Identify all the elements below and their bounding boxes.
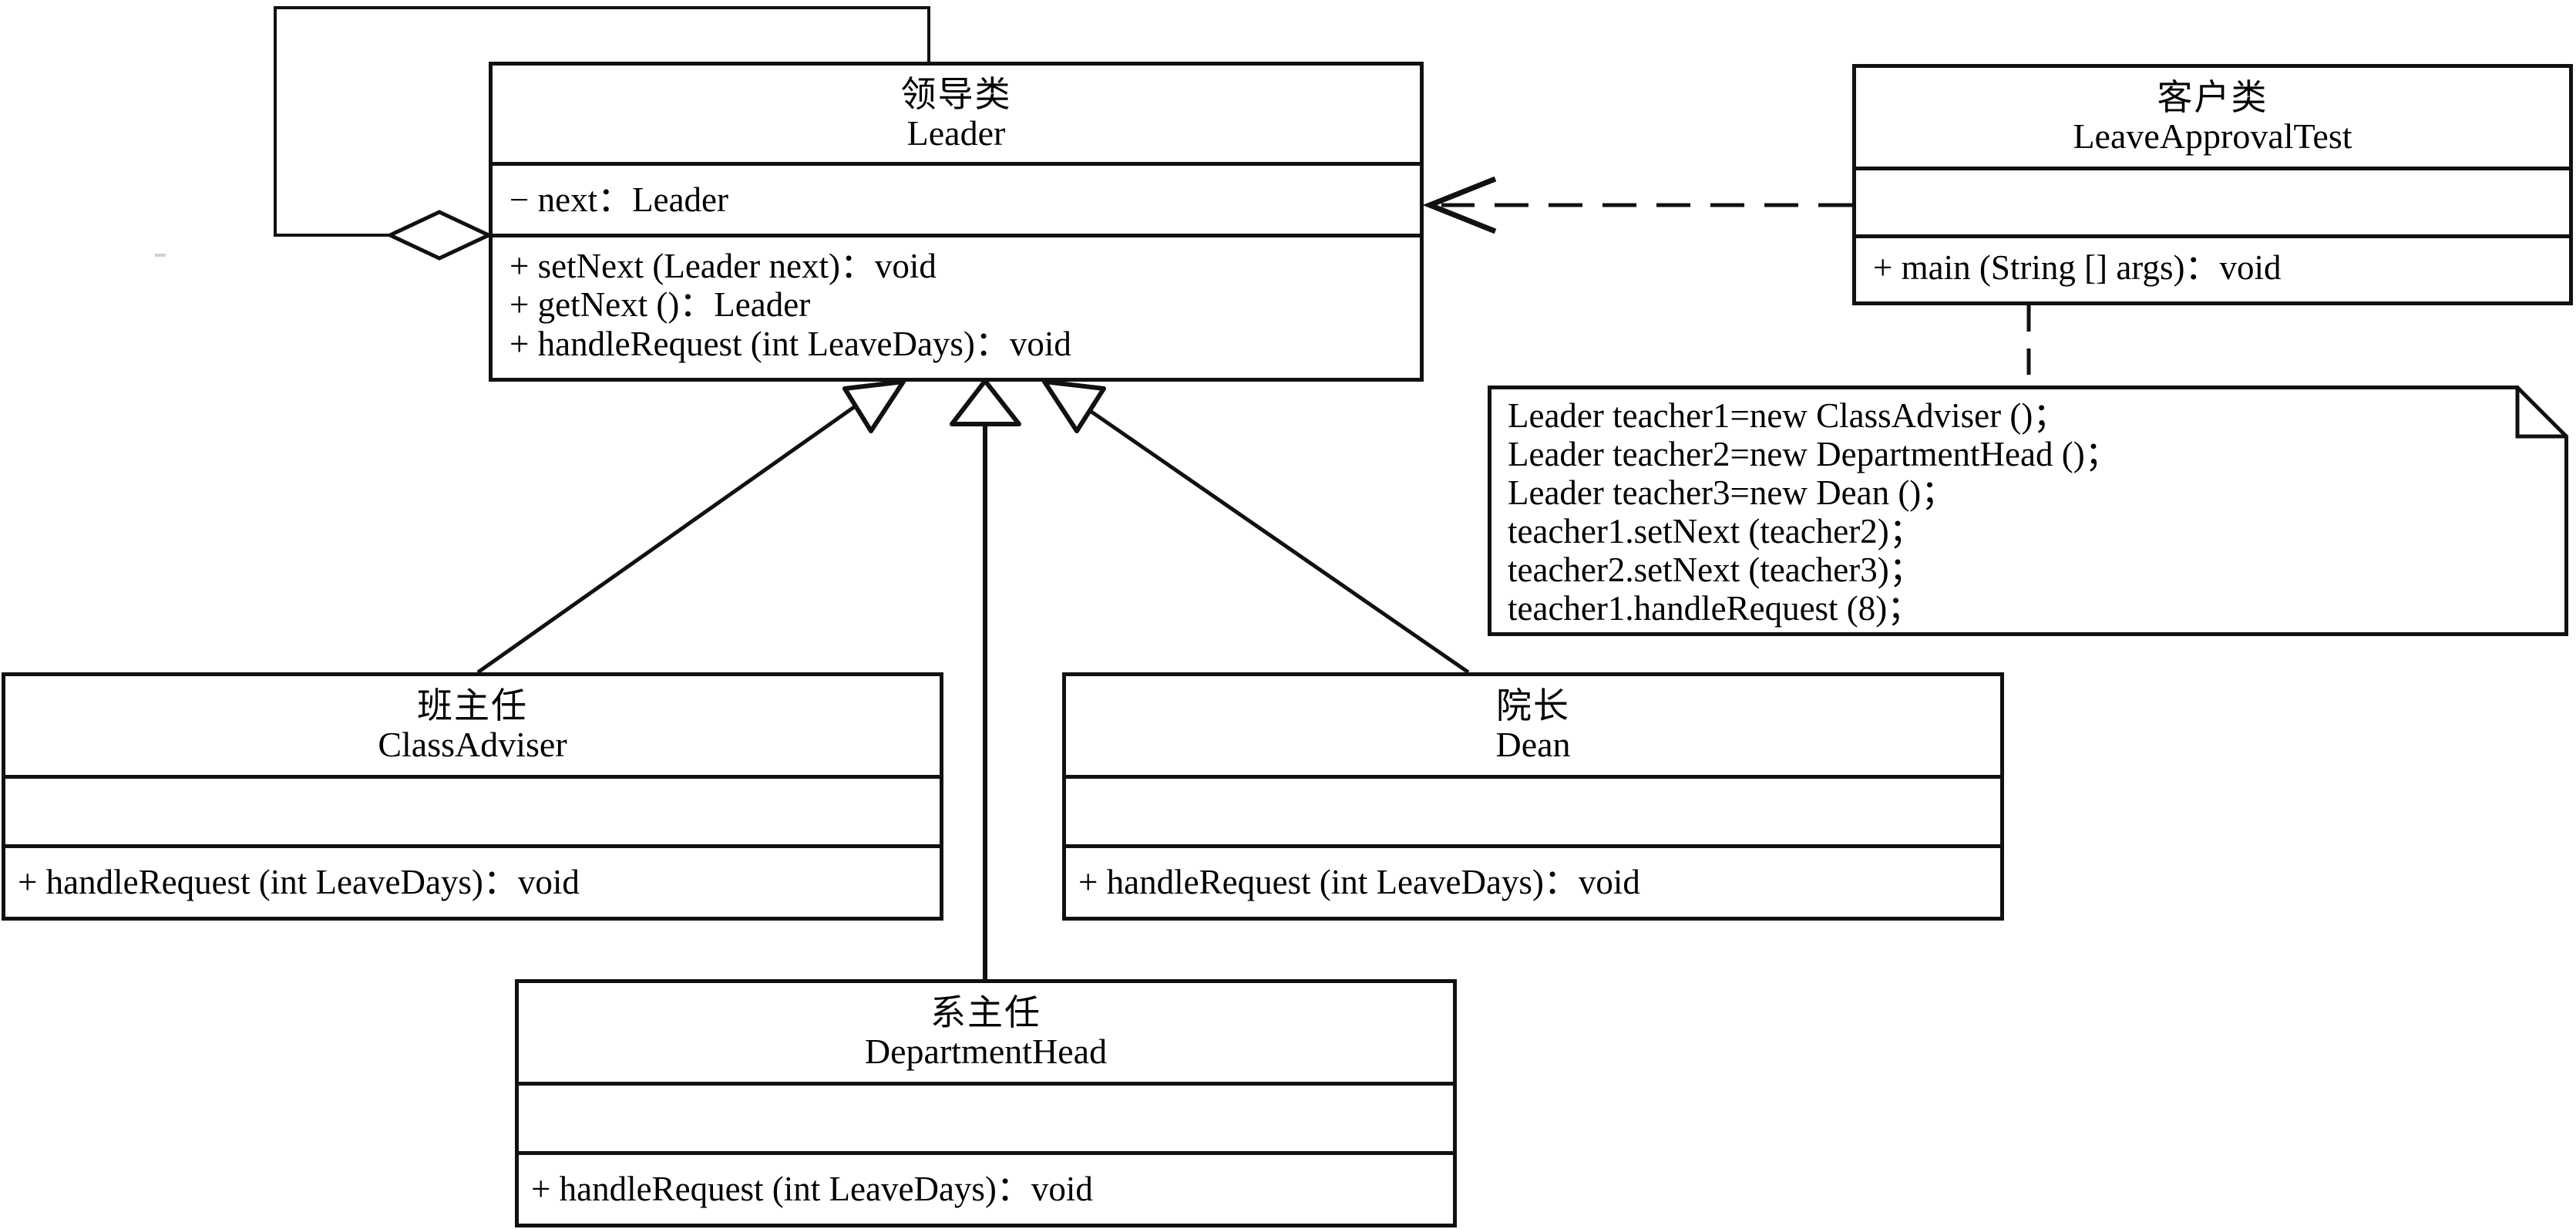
note-code-line-6: teacher1.handleRequest (8)； [1508, 589, 1922, 628]
class-box-class-adviser[interactable]: 班主任 ClassAdviser + handleRequest (int Le… [2, 672, 943, 921]
department-head-title: 系主任 DepartmentHead [865, 994, 1107, 1070]
department-head-attributes-compartment [519, 1082, 1453, 1151]
generalization-dean-to-leader [1042, 379, 1470, 675]
class-adviser-cn-name: 班主任 [416, 686, 528, 726]
leader-attribute-next: − next：Leader [509, 180, 728, 219]
client-attributes-compartment [1856, 167, 2569, 234]
class-adviser-name-compartment: 班主任 ClassAdviser [5, 676, 940, 775]
leader-operations-compartment: + setNext (Leader next)：void + getNext (… [493, 234, 1420, 378]
note-code-line-2: Leader teacher2=new DepartmentHead ()； [1508, 435, 2120, 473]
client-operation-main: + main (String [] args)：void [1873, 248, 2282, 288]
leader-en-name: Leader [906, 113, 1006, 153]
note-code-line-5: teacher2.setNext (teacher3)； [1508, 551, 1924, 589]
leader-attributes-compartment: − next：Leader [493, 162, 1420, 234]
dean-title: 院长 Dean [1495, 687, 1570, 763]
client-name-compartment: 客户类 LeaveApprovalTest [1856, 68, 2569, 167]
note-box-client-code[interactable]: Leader teacher1=new ClassAdviser ()； Lea… [1488, 386, 2568, 636]
aggregation-loop-top-segment [274, 6, 930, 9]
department-head-en-name: DepartmentHead [864, 1032, 1108, 1071]
note-code-line-4: teacher1.setNext (teacher2)； [1508, 512, 1924, 551]
client-cn-name: 客户类 [2157, 78, 2268, 118]
department-head-cn-name: 系主任 [930, 993, 1041, 1033]
client-en-name: LeaveApprovalTest [2073, 116, 2352, 156]
aggregation-loop-left-segment [274, 6, 277, 236]
client-title: 客户类 LeaveApprovalTest [2073, 79, 2352, 155]
dependency-arrow-client-to-leader [1422, 176, 1852, 234]
department-head-name-compartment: 系主任 DepartmentHead [519, 983, 1453, 1082]
note-code-line-3: Leader teacher3=new Dean ()； [1508, 473, 1956, 512]
leader-operation-getnext: + getNext ()：Leader [509, 285, 811, 325]
generalization-classadviser-to-leader [476, 379, 906, 675]
leader-cn-name: 领导类 [900, 74, 1012, 114]
class-adviser-attributes-compartment [5, 775, 940, 844]
client-operations-compartment: + main (String [] args)：void [1856, 234, 2569, 298]
leader-name-compartment: 领导类 Leader [493, 66, 1420, 162]
class-box-leader[interactable]: 领导类 Leader − next：Leader + setNext (Lead… [489, 62, 1424, 382]
generalization-departmenthead-to-leader [950, 379, 1021, 979]
scan-artifact-speck [155, 254, 166, 257]
class-adviser-en-name: ClassAdviser [378, 725, 567, 764]
class-adviser-operation-handlerequest: + handleRequest (int LeaveDays)：void [18, 863, 580, 902]
dean-cn-name: 院长 [1496, 686, 1570, 726]
class-adviser-operations-compartment: + handleRequest (int LeaveDays)：void [5, 844, 940, 917]
department-head-operation-handlerequest: + handleRequest (int LeaveDays)：void [531, 1170, 1093, 1209]
class-adviser-title: 班主任 ClassAdviser [378, 687, 567, 763]
dean-operations-compartment: + handleRequest (int LeaveDays)：void [1066, 844, 2000, 917]
class-box-dean[interactable]: 院长 Dean + handleRequest (int LeaveDays)：… [1062, 672, 2004, 921]
leader-title: 领导类 Leader [901, 76, 1012, 152]
class-box-client[interactable]: 客户类 LeaveApprovalTest + main (String [] … [1852, 64, 2573, 305]
leader-operation-handlerequest: + handleRequest (int LeaveDays)：void [509, 324, 1071, 363]
department-head-operations-compartment: + handleRequest (int LeaveDays)：void [519, 1151, 1453, 1224]
dean-operation-handlerequest: + handleRequest (int LeaveDays)：void [1078, 863, 1640, 902]
dean-en-name: Dean [1495, 725, 1571, 764]
dean-attributes-compartment [1066, 775, 2000, 844]
note-code-line-1: Leader teacher1=new ClassAdviser ()； [1508, 396, 2068, 435]
class-box-department-head[interactable]: 系主任 DepartmentHead + handleRequest (int … [515, 979, 1457, 1227]
aggregation-loop-bottom-segment [274, 234, 435, 237]
aggregation-loop-right-segment [927, 6, 930, 68]
leader-operation-setnext: + setNext (Leader next)：void [509, 247, 937, 285]
dean-name-compartment: 院长 Dean [1066, 676, 2000, 775]
